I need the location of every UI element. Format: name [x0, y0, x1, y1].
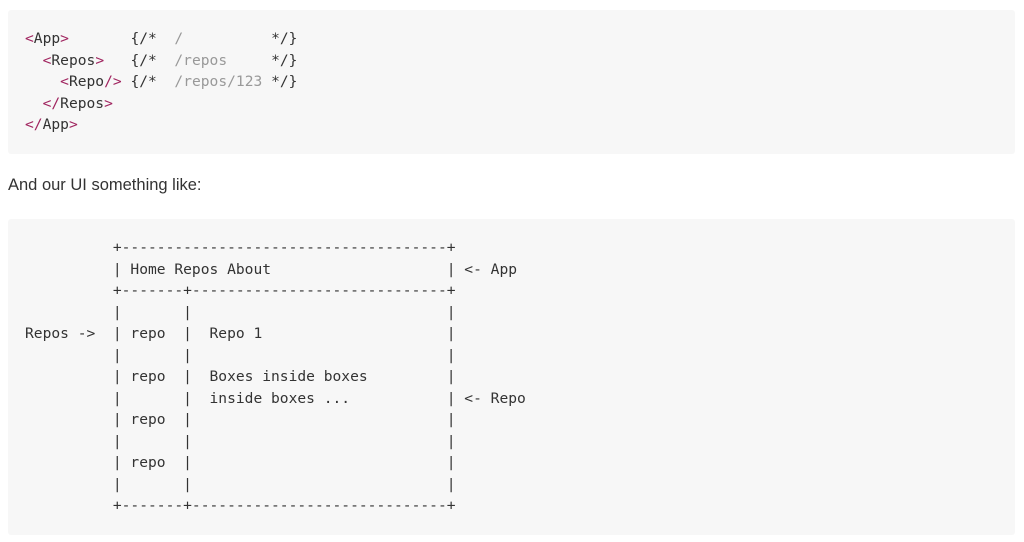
jsx-code: <App> {/* / */} <Repos> {/* /repos */} <…	[25, 28, 1015, 136]
code-line: </App>	[25, 116, 78, 133]
jsx-code-block: <App> {/* / */} <Repos> {/* /repos */} <…	[8, 10, 1015, 154]
ascii-ui-diagram: +-------------------------------------+ …	[25, 239, 526, 514]
code-line: <Repo/> {/* /repos/123 */}	[60, 73, 298, 90]
paragraph-text: And our UI something like:	[8, 176, 202, 194]
code-line: <Repos> {/* /repos */}	[42, 51, 298, 69]
code-line: </Repos>	[42, 94, 113, 112]
ascii-diagram-block: +-------------------------------------+ …	[8, 219, 1015, 535]
code-line: <App> {/* / */}	[25, 30, 298, 47]
